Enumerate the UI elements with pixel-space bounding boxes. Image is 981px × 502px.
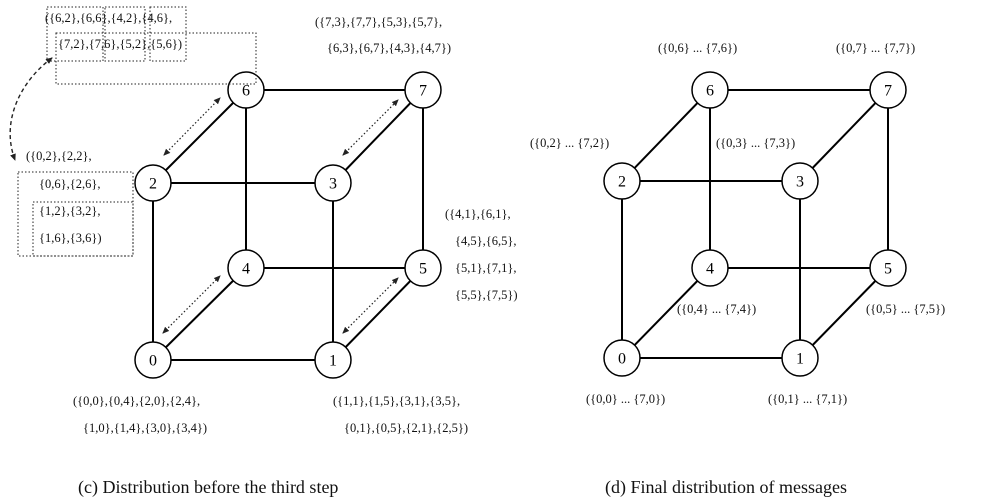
- label-d-node-1: ({0,1} ... {7,1}): [768, 392, 847, 406]
- svg-text:7: 7: [419, 83, 427, 100]
- label-node-5-line4: {5,5},{7,5}): [455, 288, 518, 302]
- edge-d-2-6: [621, 89, 711, 182]
- label-node-5-line3: {5,1},{7,1},: [455, 261, 517, 275]
- svg-text:3: 3: [796, 174, 804, 191]
- edge-1-5: [332, 267, 424, 361]
- exchange-arrow-0-4: [162, 275, 221, 334]
- node-d-5: 5: [869, 249, 907, 287]
- exchange-arrow-1-5: [342, 277, 399, 334]
- label-node-6: ({6,2},{6,6},{4,2},{4,6}, {7,2},{7,6},{5…: [45, 6, 257, 85]
- label-node-2-line1: ({0,2},{2,2},: [26, 149, 92, 163]
- svg-text:1: 1: [329, 353, 337, 370]
- node-4: 4: [227, 249, 265, 287]
- label-d-node-4: ({0,4} ... {7,4}): [677, 302, 756, 316]
- node-3: 3: [314, 164, 352, 202]
- panel-d: 0 1 2 3 4 5 6 7 ({0,6} ... {7,6}) ({0,7}…: [530, 41, 945, 498]
- exchange-arrow-2-6: [163, 97, 221, 156]
- label-node-5: ({4,1},{6,1}, {4,5},{6,5}, {5,1},{7,1}, …: [445, 207, 518, 302]
- edge-0-4: [152, 267, 247, 361]
- svg-text:5: 5: [884, 261, 892, 278]
- node-1: 1: [314, 341, 352, 379]
- node-d-2: 2: [603, 162, 641, 200]
- node-7: 7: [404, 71, 442, 109]
- node-d-4: 4: [691, 249, 729, 287]
- node-d-3: 3: [781, 162, 819, 200]
- label-node-1: ({1,1},{1,5},{3,1},{3,5}, {0,1},{0,5},{2…: [333, 394, 468, 435]
- node-6: 6: [227, 71, 265, 109]
- label-d-node-6: ({0,6} ... {7,6}): [658, 41, 737, 55]
- svg-text:1: 1: [796, 351, 804, 368]
- label-d-node-3: ({0,3} ... {7,3}): [716, 136, 795, 150]
- edge-d-3-7: [799, 89, 889, 182]
- label-node-5-line1: ({4,1},{6,1},: [445, 207, 511, 221]
- label-node-1-line2: {0,1},{0,5},{2,1},{2,5}): [344, 421, 468, 435]
- svg-text:6: 6: [706, 83, 714, 100]
- node-d-1: 1: [781, 339, 819, 377]
- label-node-6-line2: {7,2},{7,6},{5,2},{5,6}): [58, 37, 182, 51]
- label-d-node-2: ({0,2} ... {7,2}): [530, 136, 609, 150]
- label-node-2-line2: {0,6},{2,6},: [39, 177, 101, 191]
- label-node-2-line4: {1,6},{3,6}): [39, 231, 102, 245]
- panel-c: 0 1 2 3 4 5 6 7 ({6,2},{6,6},{4,2},{4,6}…: [9, 6, 518, 498]
- svg-text:7: 7: [884, 83, 892, 100]
- label-node-5-line2: {4,5},{6,5},: [455, 234, 517, 248]
- svg-text:4: 4: [242, 261, 250, 278]
- caption-d: (d) Final distribution of messages: [605, 477, 847, 498]
- label-node-7-line2: {6,3},{6,7},{4,3},{4,7}): [327, 41, 451, 55]
- label-d-node-5: ({0,5} ... {7,5}): [866, 302, 945, 316]
- label-node-7: ({7,3},{7,7},{5,3},{5,7}, {6,3},{6,7},{4…: [315, 15, 451, 55]
- node-d-6: 6: [691, 71, 729, 109]
- dotted-box-node2-inner: [32, 201, 134, 257]
- exchange-arrow-3-7: [342, 99, 399, 156]
- svg-text:6: 6: [242, 83, 250, 100]
- label-node-6-line1: ({6,2},{6,6},{4,2},{4,6},: [45, 11, 172, 25]
- dotted-box-outer: [55, 32, 257, 85]
- node-2: 2: [134, 164, 172, 202]
- node-d-0: 0: [603, 339, 641, 377]
- label-node-1-line1: ({1,1},{1,5},{3,1},{3,5},: [333, 394, 460, 408]
- svg-text:0: 0: [149, 353, 157, 370]
- label-node-0: ({0,0},{0,4},{2,0},{2,4}, {1,0},{1,4},{3…: [73, 394, 207, 435]
- dotted-box-col1: [46, 6, 104, 62]
- label-d-node-0: ({0,0} ... {7,0}): [586, 392, 665, 406]
- label-node-7-line1: ({7,3},{7,7},{5,3},{5,7},: [315, 15, 442, 29]
- svg-text:0: 0: [618, 351, 626, 368]
- label-node-2-line3: {1,2},{3,2},: [39, 204, 101, 218]
- caption-c: (c) Distribution before the third step: [78, 477, 338, 498]
- node-0: 0: [134, 341, 172, 379]
- dashed-curve-arrow: [9, 57, 53, 161]
- svg-text:2: 2: [149, 176, 157, 193]
- label-d-node-7: ({0,7} ... {7,7}): [836, 41, 915, 55]
- node-d-7: 7: [869, 71, 907, 109]
- dotted-box-col2: [104, 6, 146, 62]
- label-node-0-line1: ({0,0},{0,4},{2,0},{2,4},: [73, 394, 200, 408]
- svg-text:4: 4: [706, 261, 714, 278]
- node-5: 5: [404, 249, 442, 287]
- label-node-0-line2: {1,0},{1,4},{3,0},{3,4}): [83, 421, 207, 435]
- label-node-2: ({0,2},{2,2}, {0,6},{2,6}, {1,2},{3,2}, …: [17, 149, 134, 257]
- edge-2-6: [152, 89, 247, 184]
- edge-d-0-4: [621, 267, 711, 359]
- svg-text:2: 2: [618, 174, 626, 191]
- edge-3-7: [332, 89, 424, 184]
- dotted-box-col3: [149, 6, 187, 62]
- svg-text:5: 5: [419, 261, 427, 278]
- svg-text:3: 3: [329, 176, 337, 193]
- edge-d-1-5: [799, 267, 889, 359]
